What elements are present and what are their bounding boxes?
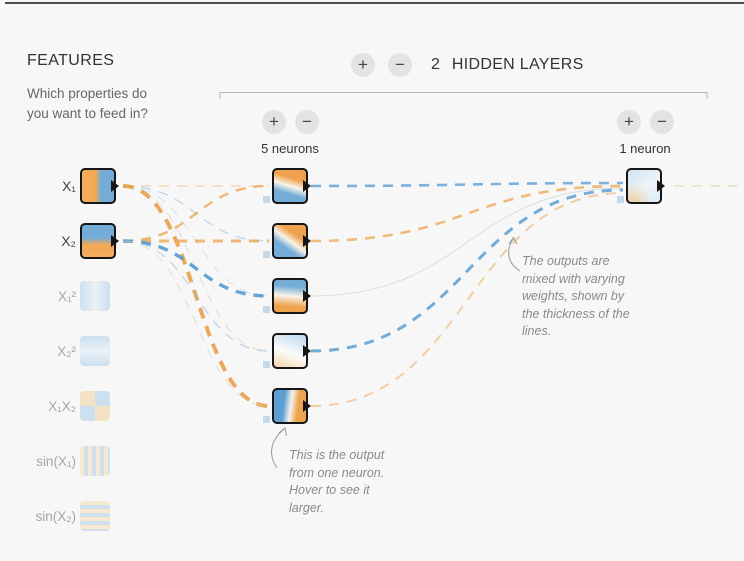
- hidden-layers-bracket: [219, 92, 708, 99]
- feature-row-sinx2: sin(X₂): [0, 498, 110, 534]
- layer1-remove-neuron-button[interactable]: −: [295, 110, 319, 134]
- hidden1-neuron-5[interactable]: [263, 388, 311, 424]
- layer2-add-neuron-button[interactable]: +: [617, 110, 641, 134]
- feature-row-x1: X₁: [0, 168, 119, 204]
- top-divider: [5, 2, 744, 4]
- hidden2-neuron-1[interactable]: [617, 168, 665, 204]
- feature-label-x2sq: X₂²: [57, 343, 76, 359]
- layer2-neuron-count-label: 1 neuron: [619, 141, 671, 156]
- link-x2-n5[interactable]: [122, 240, 270, 407]
- hidden1-neuron-2[interactable]: [263, 223, 311, 259]
- link-x2-n4[interactable]: [122, 240, 270, 352]
- add-layer-button[interactable]: +: [351, 53, 375, 77]
- layer1-neuron-count-label: 5 neurons: [261, 141, 319, 156]
- feature-label-x1: X₁: [61, 178, 76, 194]
- remove-layer-button[interactable]: −: [388, 53, 412, 77]
- link-n4-out[interactable]: [310, 188, 624, 353]
- link-n5-out[interactable]: [310, 192, 624, 407]
- link-n2-out[interactable]: [310, 184, 624, 243]
- feature-thumb-x2sq[interactable]: [80, 336, 110, 366]
- feature-row-x2: X₂: [0, 223, 119, 259]
- feature-label-sinx2: sin(X₂): [35, 508, 77, 524]
- feature-thumb-x1[interactable]: [80, 168, 119, 204]
- feature-row-sinx1: sin(X₁): [0, 443, 110, 479]
- feature-label-sinx1: sin(X₁): [36, 453, 76, 469]
- hidden-layers-label: HIDDEN LAYERS: [451, 56, 584, 73]
- feature-thumb-sinx1[interactable]: [80, 446, 110, 476]
- annotation-weights: The outputs are mixed with varying weigh…: [522, 254, 630, 338]
- annotation-arrow-weights: [508, 236, 521, 272]
- annotation-arrow-neuron: [271, 427, 287, 469]
- feature-row-x1x2: X₁X₂: [0, 388, 110, 424]
- layer1-add-neuron-button[interactable]: +: [262, 110, 286, 134]
- feature-row-x2sq: X₂²: [0, 333, 110, 369]
- link-x2-n3[interactable]: [122, 239, 270, 298]
- features-title: FEATURES: [27, 52, 115, 69]
- feature-thumb-x1x2[interactable]: [80, 391, 110, 421]
- layer2-controls: + −: [617, 110, 674, 134]
- hidden1-neuron-4[interactable]: [263, 333, 311, 369]
- hidden1-neuron-1[interactable]: [263, 168, 311, 204]
- annotation-neuron-output: This is the output from one neuron. Hove…: [289, 448, 385, 515]
- link-n3-out[interactable]: [310, 187, 624, 297]
- features-subtitle: Which properties do you want to feed in?: [27, 86, 148, 121]
- feature-label-x1x2: X₁X₂: [48, 398, 76, 414]
- hidden1-neuron-3[interactable]: [263, 278, 311, 314]
- feature-row-x1sq: X₁²: [0, 278, 110, 314]
- feature-label-x1sq: X₁²: [57, 288, 76, 304]
- feature-thumb-sinx2[interactable]: [80, 501, 110, 531]
- hidden-layers-header: + − 2 HIDDEN LAYERS: [351, 53, 584, 77]
- feature-label-x2: X₂: [61, 233, 76, 249]
- hidden-layer-count: 2: [431, 56, 440, 73]
- link-x2-n1[interactable]: [122, 184, 270, 243]
- feature-thumb-x1sq[interactable]: [80, 281, 110, 311]
- layer1-controls: + −: [262, 110, 319, 134]
- layer2-remove-neuron-button[interactable]: −: [650, 110, 674, 134]
- link-n1-out[interactable]: [310, 181, 624, 188]
- feature-thumb-x2[interactable]: [80, 223, 119, 259]
